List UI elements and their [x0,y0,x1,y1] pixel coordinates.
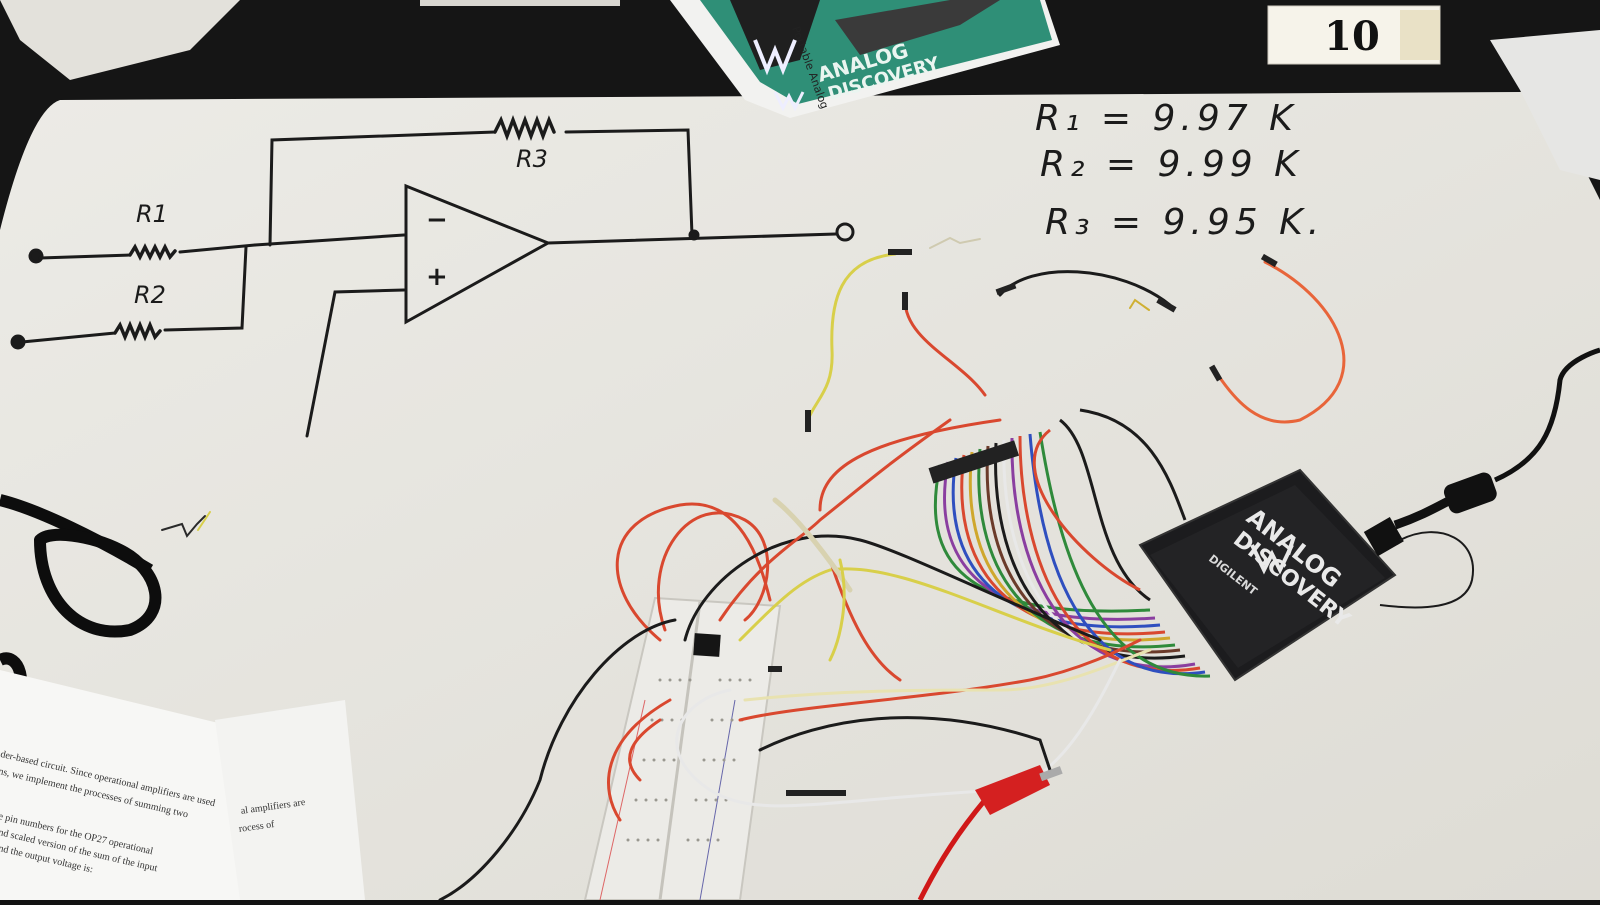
label-r3: R3 [516,145,548,173]
table-number: 10 [1324,13,1380,60]
input1-terminal [28,248,44,264]
device-logo-icon [1250,544,1294,575]
value-r1: R₁ = 9.97 K [1035,98,1298,139]
whiteboard [0,91,1600,900]
table-number-card: 10 [1267,5,1441,65]
handout-sheet [0,670,280,900]
op27-chip [693,633,721,657]
output-terminal [835,222,855,242]
opamp-inverting-sign: − [426,205,448,235]
value-r2: R₂ = 9.99 K [1040,144,1303,185]
resistor-values: R₁ = 9.97 K R₂ = 9.99 K R₃ = 9.95 K. [1035,98,1324,243]
opamp-noninverting-sign: + [426,262,448,292]
value-r3: R₃ = 9.95 K. [1045,202,1324,243]
loose-wires [161,236,1346,538]
board-corner [0,0,240,80]
handout-sheet-2 [215,700,365,900]
analog-discovery-box: ANALOG DISCOVERY Portable Analog [670,0,1060,118]
breadboard-wires [438,418,1152,902]
schematic-labels: R1 R2 R3 − + [134,145,548,309]
paper-scrap [1490,30,1600,180]
label-r1: R1 [136,200,168,228]
analog-discovery-device: ANALOG DISCOVERY DIGILENT [1138,347,1600,682]
label-r2: R2 [134,281,166,309]
summing-amp-schematic [10,115,855,438]
red-alligator-clip [917,765,1063,902]
probe-cable-bundle [928,408,1211,678]
board-edge [420,0,620,6]
